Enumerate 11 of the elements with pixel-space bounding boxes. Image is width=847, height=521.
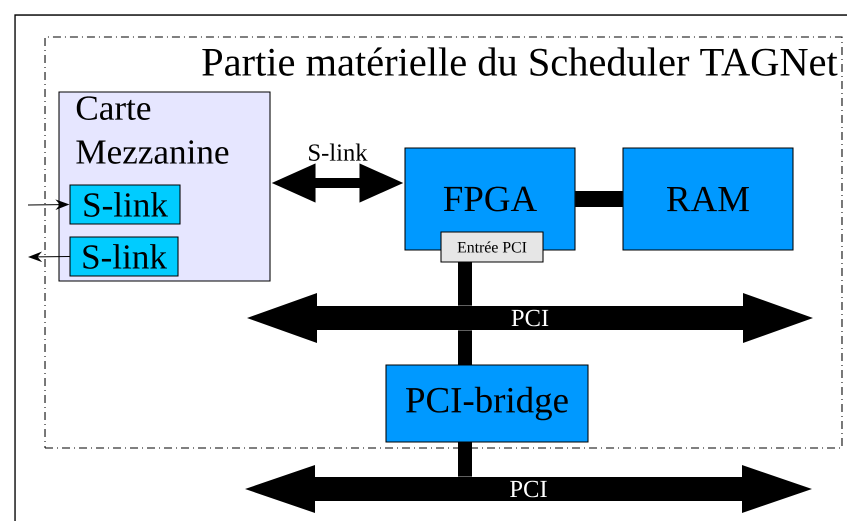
port-box: Entrée PCI bbox=[440, 231, 544, 263]
component-box: S-link bbox=[69, 236, 179, 277]
bus-line bbox=[458, 442, 472, 477]
component-box: PCI-bridge bbox=[385, 364, 589, 443]
bus-line bbox=[458, 262, 472, 306]
frame-title: Partie matérielle du Scheduler TAGNet bbox=[202, 47, 838, 76]
component-box: S-link bbox=[69, 184, 181, 225]
bus-line bbox=[576, 191, 622, 207]
component-box: RAM bbox=[622, 147, 794, 251]
bus-line bbox=[458, 330, 472, 364]
edge-label: S-link bbox=[306, 142, 370, 163]
